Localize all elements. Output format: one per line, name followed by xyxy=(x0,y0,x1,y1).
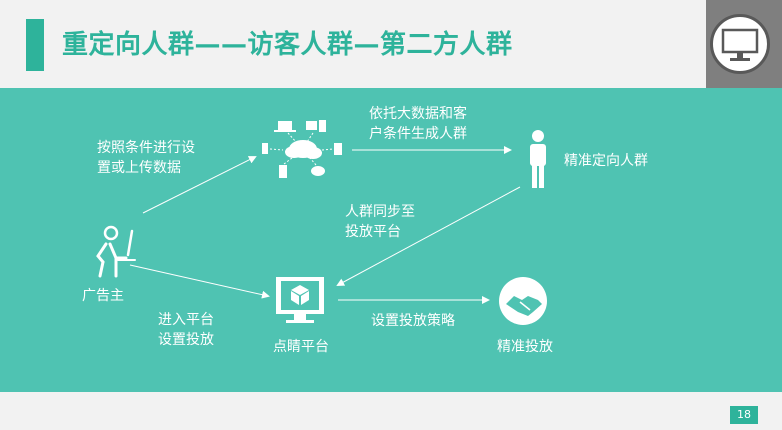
edge-label-sync-line1: 人群同步至 xyxy=(345,204,415,220)
edge-label-upload-line2: 置或上传数据 xyxy=(97,160,181,176)
edge-label-enter-line1: 进入平台 xyxy=(158,312,214,328)
edge-label-upload-line1: 按照条件进行设 xyxy=(97,140,195,156)
cloud-network-icon xyxy=(262,120,342,178)
edge-label-generate-line2: 户条件生成人群 xyxy=(369,126,467,142)
page-number: 18 xyxy=(730,406,758,424)
edge-label-strategy: 设置投放策略 xyxy=(371,313,455,329)
monitor-badge xyxy=(710,14,770,74)
edge-label-enter-line2: 设置投放 xyxy=(158,332,214,348)
slide-header: 重定向人群——访客人群—第二方人群 xyxy=(0,0,782,88)
edge-label-generate-line1: 依托大数据和客 xyxy=(369,106,467,122)
arrow-advertiser-to-platform xyxy=(129,264,270,299)
title-accent-bar xyxy=(26,19,44,71)
arrow-advertiser-to-cloud xyxy=(142,156,257,214)
advertiser-at-desk-icon xyxy=(96,225,136,278)
node-label-targeted-crowd: 精准定向人群 xyxy=(564,153,648,169)
slide-title: 重定向人群——访客人群—第二方人群 xyxy=(62,30,513,60)
node-label-platform: 点睛平台 xyxy=(273,339,329,355)
arrow-crowd-to-platform xyxy=(336,186,521,286)
node-label-precise-delivery: 精准投放 xyxy=(497,339,553,355)
monitor-icon xyxy=(721,28,759,61)
node-label-advertiser: 广告主 xyxy=(82,288,124,304)
platform-monitor-icon xyxy=(276,277,324,323)
edge-label-sync-line2: 投放平台 xyxy=(345,224,401,240)
handshake-icon xyxy=(499,277,547,325)
person-standing-icon xyxy=(530,130,546,188)
